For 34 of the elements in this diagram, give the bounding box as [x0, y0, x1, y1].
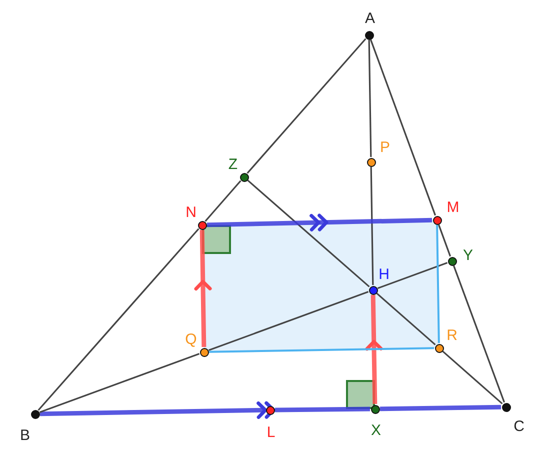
point-label: L	[266, 425, 276, 441]
line-segment	[370, 166, 374, 286]
line-segment	[204, 180, 242, 222]
point-label: Z	[228, 157, 238, 173]
line-segment	[208, 290, 369, 352]
line-segment	[246, 38, 366, 174]
line-segment	[380, 404, 502, 412]
point-label: X	[371, 423, 381, 439]
line-segment	[442, 350, 503, 404]
line-segment	[436, 224, 440, 344]
line-segment	[274, 406, 370, 412]
point-label: A	[365, 11, 375, 27]
point-label: C	[514, 419, 524, 435]
line-segment	[370, 39, 436, 216]
line-segment	[368, 40, 372, 158]
line-segment	[38, 228, 200, 411]
line-segment	[39, 352, 200, 414]
line-segment	[206, 214, 432, 232]
point-label: B	[20, 428, 30, 444]
line-segment	[452, 265, 506, 403]
point-label: P	[380, 140, 390, 156]
line-segment	[438, 224, 452, 257]
point-label: M	[446, 200, 460, 216]
point-label: Y	[463, 248, 473, 264]
line-segment	[365, 294, 383, 404]
point-label: R	[446, 328, 458, 344]
line-segment	[247, 180, 370, 288]
line-segment	[376, 292, 436, 346]
line-segment	[208, 347, 434, 353]
line-segment	[194, 230, 212, 348]
point-label: N	[186, 205, 196, 221]
point-label: Q	[185, 332, 197, 348]
line-segment	[377, 262, 448, 290]
point-label: H	[378, 267, 390, 283]
